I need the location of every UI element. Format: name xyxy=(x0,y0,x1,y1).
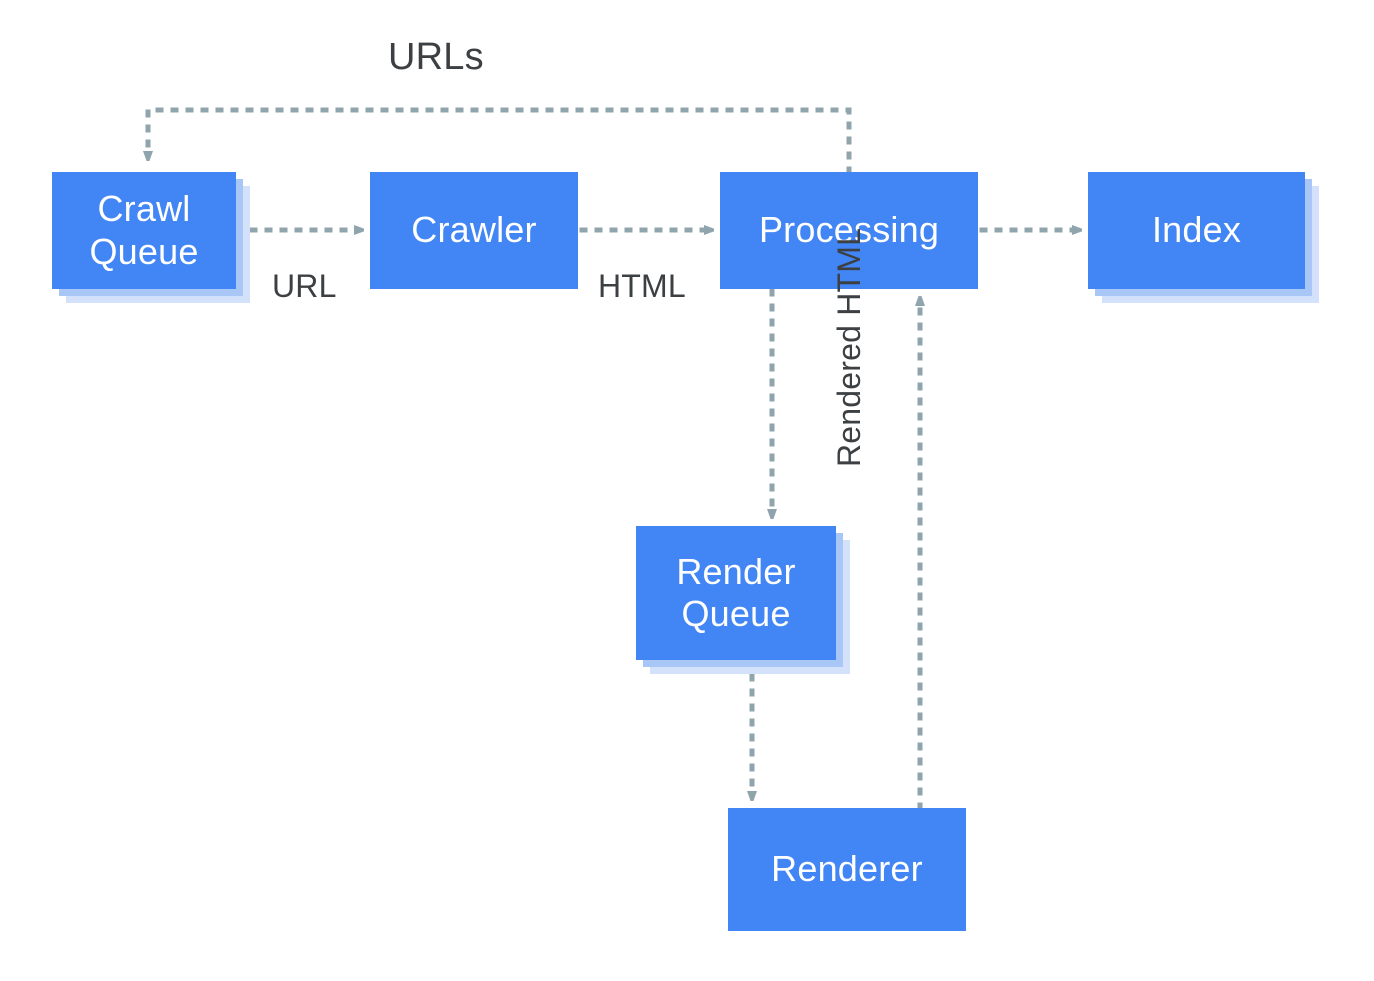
node-index[interactable]: Index xyxy=(1088,172,1319,303)
node-crawl-queue[interactable]: Crawl Queue xyxy=(52,172,250,303)
node-render-queue[interactable]: Render Queue xyxy=(636,526,850,674)
node-label-crawl-queue: Crawl Queue xyxy=(89,188,199,272)
node-face: Renderer xyxy=(728,808,966,931)
node-processing[interactable]: Processing xyxy=(720,172,978,289)
edge-label-url: URL xyxy=(272,268,337,304)
node-face: Crawl Queue xyxy=(52,172,236,289)
edge-label-rendered-html: Rendered HTML xyxy=(831,227,867,467)
node-crawler[interactable]: Crawler xyxy=(370,172,578,289)
node-label-renderer: Renderer xyxy=(771,848,923,890)
node-face: Render Queue xyxy=(636,526,836,660)
node-face: Index xyxy=(1088,172,1305,289)
edge-label-urls: URLs xyxy=(388,36,484,78)
node-face: Processing xyxy=(720,172,978,289)
edge-label-html: HTML xyxy=(598,268,686,304)
node-face: Crawler xyxy=(370,172,578,289)
node-label-index: Index xyxy=(1151,209,1242,251)
edge-processing-to-crawlqueue xyxy=(148,107,852,175)
node-label-crawler: Crawler xyxy=(411,209,537,251)
node-renderer[interactable]: Renderer xyxy=(728,808,966,931)
node-label-processing: Processing xyxy=(758,209,940,251)
node-label-render-queue: Render Queue xyxy=(676,550,796,634)
